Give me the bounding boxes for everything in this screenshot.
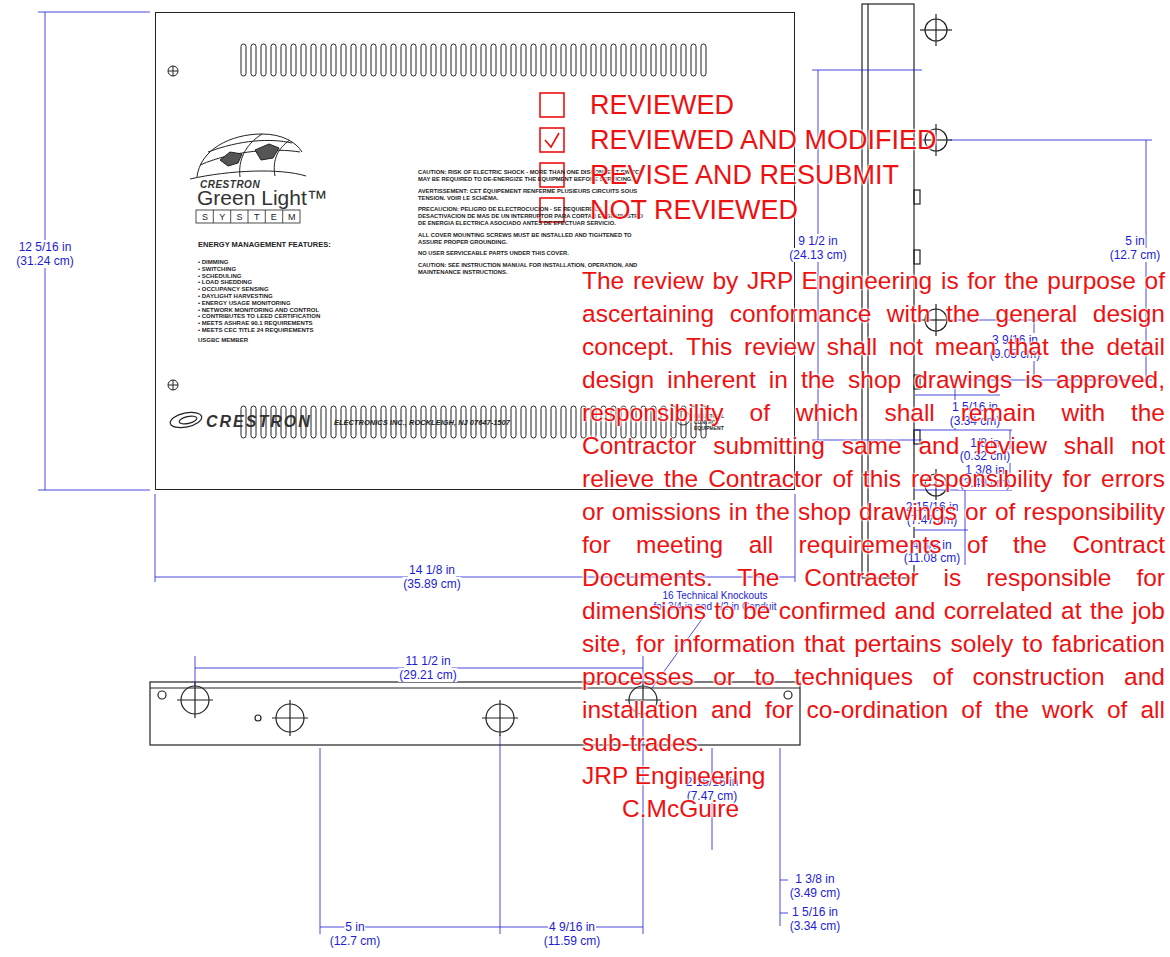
dimension-label: 14 1/8 in (408, 563, 456, 577)
dimension-label: (3.49 cm) (789, 886, 842, 900)
feature-item: • DIMMING (198, 259, 428, 266)
dimension-label: 5 in (344, 920, 365, 934)
brand-logo-text: CRESTRON (206, 413, 312, 431)
dimension-label: 5 in (1124, 234, 1145, 248)
dimension-label: 11 1/2 in (404, 654, 451, 668)
review-status: NOT REVIEWED (590, 195, 798, 225)
dimension-lines-part (780, 748, 781, 926)
mounting-screw-part (168, 66, 178, 76)
globe-logo-part (190, 171, 306, 179)
globe-logo (190, 134, 306, 179)
feature-item: • MEETS CEC TITLE 24 REQUIREMENTS (198, 327, 428, 334)
dimension-label: (35.89 cm) (402, 577, 461, 591)
dimension-lines-part (320, 748, 321, 934)
globe-logo-part (197, 134, 302, 177)
product-logo-text: Green Light™ (197, 186, 328, 210)
reviewer-signature: C.McGuire (622, 792, 1165, 825)
mounting-screw-part (173, 66, 174, 76)
dimension-label: 1 5/16 in (791, 905, 839, 919)
side-view-part (935, 14, 936, 46)
side-view-part (914, 250, 920, 264)
caution-notice: NO USER SERVICEABLE PARTS UNDER THIS COV… (418, 250, 644, 257)
feature-item: • DAYLIGHT HARVESTING (198, 293, 428, 300)
dimension-lines-part (38, 490, 150, 491)
dimension-lines-part (38, 12, 150, 13)
feature-item: • LOAD SHEDDING (198, 279, 428, 286)
dimension-label: (3.34 cm) (789, 919, 842, 933)
dimension-lines-part (500, 735, 501, 934)
dimension-label: (12.7 cm) (1109, 248, 1162, 262)
review-stamp: The review by JRP Engineering is for the… (582, 264, 1165, 825)
review-checkboxes-part (545, 133, 559, 147)
mounting-screw (168, 66, 178, 390)
review-status: REVIEWED (590, 90, 734, 120)
dimension-label: 9 1/2 in (797, 234, 838, 248)
bottom-view-part (158, 691, 166, 699)
dimension-label: (29.21 cm) (398, 668, 457, 682)
crestron-swirl-logo (169, 410, 203, 430)
dimension-lines-part (915, 530, 968, 531)
mounting-screw-part (173, 380, 174, 390)
text-group: • DIMMING• SWITCHING• SCHEDULING• LOAD S… (198, 259, 428, 334)
bottom-view-part (499, 700, 500, 736)
dimension-label: (11.59 cm) (543, 934, 601, 948)
dimension-label: 12 5/16 in (18, 240, 73, 254)
review-checkboxes-part (540, 93, 564, 117)
bottom-view-part (194, 682, 195, 718)
dimension-lines-part (950, 140, 1152, 141)
product-subtitle: SYSTEM (202, 212, 307, 223)
dimension-lines-part (195, 656, 196, 686)
dimension-lines-part (812, 70, 922, 71)
review-status: REVISE AND RESUBMIT (590, 160, 899, 190)
feature-item: • OCCUPANCY SENSING (198, 286, 428, 293)
feature-item: • ENERGY USAGE MONITORING (198, 300, 428, 307)
feature-item: • CONTRIBUTES TO LEED CERTIFICATION (198, 313, 428, 320)
dimension-lines-part (780, 880, 788, 881)
dimension-label: (24.13 cm) (788, 248, 847, 262)
globe-logo-part (274, 140, 290, 176)
vent-slots-part (240, 43, 710, 78)
globe-logo-part (220, 152, 242, 166)
review-checkboxes-part (540, 128, 564, 152)
globe-logo-part (200, 150, 300, 165)
side-view-part (914, 190, 920, 204)
dimension-lines-part (915, 430, 1012, 431)
dimension-lines-part (915, 395, 1000, 396)
review-checkboxes (540, 93, 564, 222)
feature-item: • SCHEDULING (198, 273, 428, 280)
caution-notice: ALL COVER MOUNTING SCREWS MUST BE INSTAL… (418, 232, 644, 246)
mounting-screw-part (168, 380, 178, 390)
feature-heading: ENERGY MANAGEMENT FEATURES: (198, 240, 331, 249)
dimension-label: 4 9/16 in (548, 920, 596, 934)
feature-item: • MEETS ASHRAE 90.1 REQUIREMENTS (198, 320, 428, 327)
dimension-label: (31.24 cm) (15, 254, 74, 268)
review-note: The review by JRP Engineering is for the… (582, 264, 1165, 759)
dimension-label: 1 3/8 in (794, 872, 835, 886)
manufacturer-address: ELECTRONICS INC., ROCKLEIGH, NJ 07647-15… (334, 418, 510, 427)
feature-item: USGBC MEMBER (198, 337, 248, 344)
globe-logo-part (255, 144, 279, 160)
reviewer-signature: JRP Engineering (582, 759, 1165, 792)
dimension-lines-part (780, 913, 788, 914)
feature-item: • NETWORK MONITORING AND CONTROL (198, 307, 428, 314)
feature-item: • SWITCHING (198, 266, 428, 273)
crestron-swirl-logo-part (169, 410, 203, 430)
bottom-view-part (255, 715, 261, 721)
review-status: REVIEWED AND MODIFIED (590, 125, 937, 155)
crestron-swirl-logo-part (178, 415, 197, 426)
dimension-lines-part (155, 494, 156, 582)
dimension-label: (12.7 cm) (329, 934, 382, 948)
bottom-view-part (289, 700, 290, 736)
